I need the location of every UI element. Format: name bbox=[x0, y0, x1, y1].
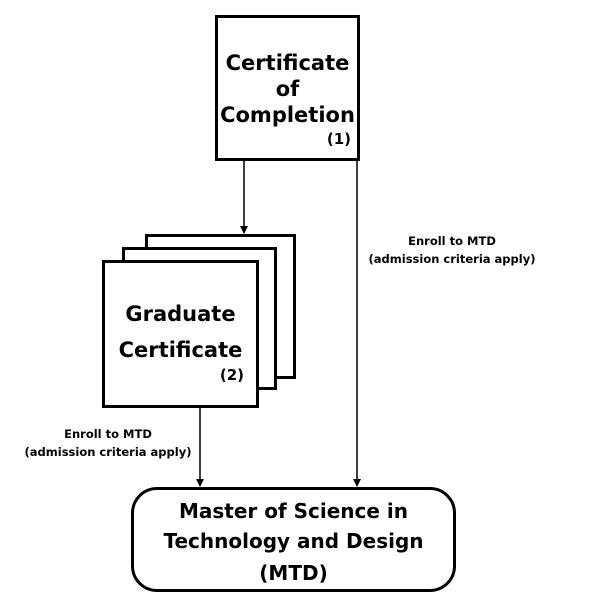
right-note-line1: Enroll to MTD bbox=[408, 234, 496, 248]
graduate-certificate-box: Graduate Certificate (2) bbox=[102, 260, 259, 408]
mtd-title-line2: Technology and Design bbox=[163, 529, 424, 553]
graduate-title-line2: Certificate bbox=[118, 338, 243, 362]
left-note-line1: Enroll to MTD bbox=[64, 427, 152, 441]
graduate-title-line1: Graduate bbox=[125, 302, 236, 326]
cert-number: (1) bbox=[326, 130, 351, 148]
mtd-title-line1: Master of Science in bbox=[178, 499, 409, 523]
cert-title-line1: Certificate bbox=[225, 51, 350, 75]
right-note-line2: (admission criteria apply) bbox=[368, 252, 536, 266]
left-note-line2: (admission criteria apply) bbox=[24, 445, 192, 459]
cert-title-line3: Completion bbox=[220, 103, 355, 127]
certificate-of-completion-box: Certificate of Completion (1) bbox=[215, 15, 360, 161]
left-enroll-note: Enroll to MTD (admission criteria apply) bbox=[16, 425, 200, 461]
right-enroll-note: Enroll to MTD (admission criteria apply) bbox=[360, 232, 544, 268]
mtd-title-line3: (MTD) bbox=[259, 561, 328, 585]
graduate-number: (2) bbox=[219, 366, 244, 384]
mtd-box: Master of Science in Technology and Desi… bbox=[131, 487, 456, 592]
cert-title-line2: of bbox=[275, 77, 300, 101]
